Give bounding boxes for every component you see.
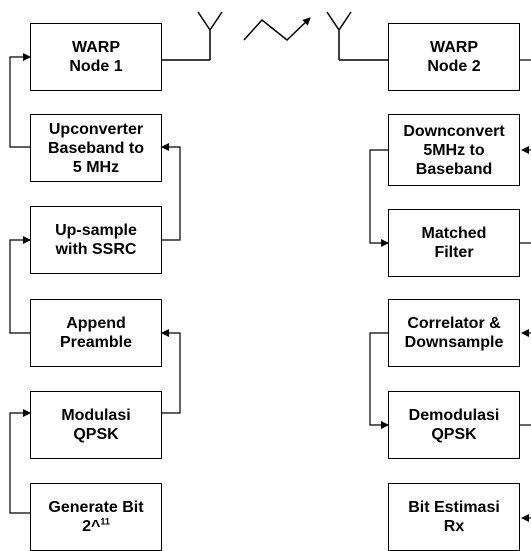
block-generate-line-2: 2^11: [82, 517, 110, 536]
block-upconverter-line-2: Baseband to: [47, 139, 144, 157]
connector-upsample-to-upconverter: [161, 143, 181, 241]
block-matched-filter: Matched Filter: [388, 209, 520, 277]
block-upconverter: Upconverter Baseband to 5 MHz: [30, 114, 162, 182]
block-matched-line-2: Filter: [434, 244, 474, 261]
block-downconvert: Downconvert 5MHz to Baseband: [388, 114, 520, 186]
block-upconverter-line-1: Upconverter: [48, 120, 144, 138]
block-append-line-2: Preamble: [59, 334, 133, 351]
connector-modulasi-to-append: [161, 329, 181, 414]
block-generate-bit: Generate Bit 2^11: [30, 483, 162, 551]
block-correlator-downsample: Correlator & Downsample: [388, 299, 520, 367]
block-modulasi-line-1: Modulasi: [61, 407, 131, 424]
block-demodulasi-line-1: Demodulasi: [408, 407, 500, 424]
block-demodulasi-qpsk: Demodulasi QPSK: [388, 391, 520, 459]
block-warp-node-1-line-2: Node 1: [69, 58, 123, 75]
block-bit-estimasi-rx: Bit Estimasi Rx: [388, 483, 520, 551]
block-upsample: Up-sample with SSRC: [30, 206, 162, 274]
block-downconvert-line-1: Downconvert: [403, 122, 505, 140]
block-generate-exponent: 11: [100, 516, 110, 527]
block-upconverter-line-3: 5 MHz: [72, 158, 120, 176]
block-append-preamble: Append Preamble: [30, 299, 162, 367]
block-downconvert-line-3: Baseband: [415, 160, 493, 178]
block-correlator-line-1: Correlator &: [407, 315, 501, 332]
block-matched-line-1: Matched: [421, 225, 487, 242]
block-append-line-1: Append: [66, 315, 126, 332]
connector-downconvert-to-matched: [369, 149, 389, 247]
block-downconvert-line-2: 5MHz to: [423, 141, 485, 159]
connector-append-to-upsample: [9, 236, 31, 334]
block-generate-line-1: Generate Bit: [48, 499, 144, 516]
block-upsample-line-2: with SSRC: [55, 241, 137, 258]
block-modulasi-line-2: QPSK: [73, 426, 119, 443]
connector-generate-to-modulasi: [9, 409, 31, 514]
block-bitest-line-1: Bit Estimasi: [408, 499, 500, 516]
block-generate-base: 2^: [82, 518, 101, 535]
block-correlator-line-2: Downsample: [404, 334, 504, 351]
block-bitest-line-2: Rx: [443, 518, 465, 535]
wireless-link-icon: [243, 17, 311, 41]
block-warp-node-2-line-2: Node 2: [427, 58, 481, 75]
antenna-icon-rx: [326, 11, 388, 61]
block-warp-node-2-line-1: WARP: [430, 39, 478, 56]
connector-upconverter-to-warp1: [9, 53, 31, 148]
block-demodulasi-line-2: QPSK: [431, 426, 477, 443]
connector-correlator-to-demodulasi: [369, 332, 389, 429]
antenna-icon-tx: [162, 11, 223, 61]
block-upsample-line-1: Up-sample: [55, 222, 137, 239]
block-warp-node-1: WARP Node 1: [30, 23, 162, 91]
block-modulasi-qpsk: Modulasi QPSK: [30, 391, 162, 459]
block-warp-node-2: WARP Node 2: [388, 23, 520, 91]
block-warp-node-1-line-1: WARP: [72, 39, 120, 56]
